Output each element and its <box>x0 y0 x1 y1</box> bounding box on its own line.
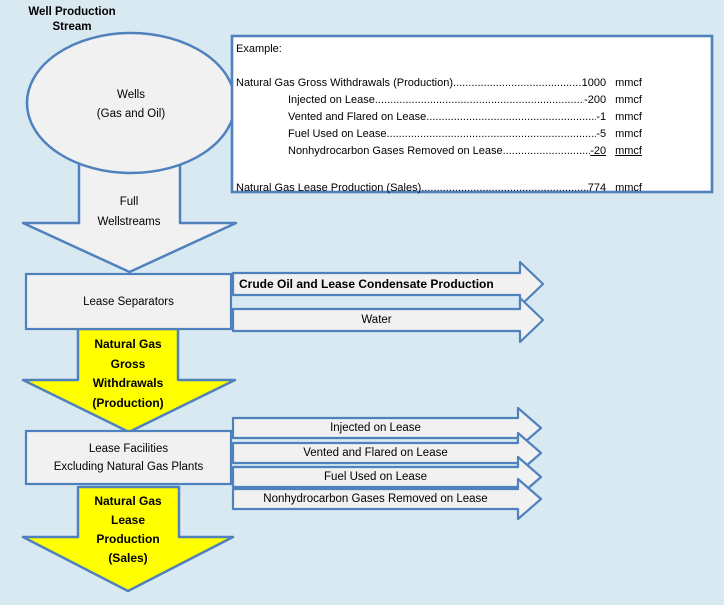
example-unit: mmcf <box>615 111 642 123</box>
crude-oil-output-label: Crude Oil and Lease Condensate Productio… <box>239 277 494 291</box>
example-line-fuel: Fuel Used on Lease .....................… <box>236 126 642 143</box>
example-unit: mmcf <box>615 94 642 106</box>
example-value: -1 <box>596 111 607 123</box>
example-unit: mmcf <box>615 128 642 140</box>
full-wellstreams-arrow-shape <box>21 161 238 274</box>
example-box-shape <box>230 34 714 194</box>
dot-leader: ........................................… <box>453 77 582 89</box>
lease-separators-label: Lease Separators <box>83 295 174 308</box>
full-wellstreams-label: Full Wellstreams <box>29 192 229 232</box>
injected-arrow-shape <box>231 406 543 450</box>
water-output-label: Water <box>361 314 392 326</box>
example-unit: mmcf <box>615 182 642 194</box>
example-value: 1000 <box>581 77 607 89</box>
gross-withdrawals-arrow-shape <box>21 327 237 434</box>
example-value: -200 <box>584 94 607 106</box>
gross-withdrawals-label: Natural Gas Gross Withdrawals (Productio… <box>92 337 164 410</box>
example-unit: mmcf <box>615 145 642 157</box>
lease-production-arrow-shape <box>21 485 235 593</box>
wells-label-line: Wells <box>117 89 145 101</box>
vented-arrow-shape <box>231 431 543 475</box>
lease-production-label: Natural Gas Lease Production (Sales) <box>94 494 162 565</box>
nonhydrocarbon-arrow-shape <box>231 477 543 521</box>
example-value: 774 <box>587 182 607 194</box>
nonhydrocarbon-output-label: Nonhydrocarbon Gases Removed on Lease <box>263 493 488 505</box>
injected-output-label: Injected on Lease <box>330 422 421 434</box>
full-wellstreams-line: Wellstreams <box>97 216 161 228</box>
water-arrow-shape <box>231 296 545 344</box>
example-value: -5 <box>596 128 607 140</box>
vented-output-label: Vented and Flared on Lease <box>303 447 448 459</box>
dot-leader: ........................................… <box>386 128 596 140</box>
dot-leader: ........................................… <box>508 145 591 157</box>
crude-oil-arrow-shape <box>231 260 545 308</box>
page-title-line: Stream <box>52 21 92 33</box>
dot-leader: ........................................… <box>426 111 596 123</box>
dot-leader: ........................................… <box>421 182 588 194</box>
wells-node-label: Wells (Gas and Oil) <box>31 86 231 124</box>
example-header: Example: <box>236 43 282 55</box>
fuel-arrow-shape <box>231 455 543 499</box>
example-value: -20 <box>590 145 607 157</box>
dot-leader: ........................................… <box>374 94 584 106</box>
example-unit: mmcf <box>615 77 642 89</box>
example-line-injected: Injected on Lease ......................… <box>236 92 642 109</box>
page-title: Well Production Stream <box>8 5 136 35</box>
example-line-vented: Vented and Flared on Lease .............… <box>236 109 642 126</box>
example-box: Example: Natural Gas Gross Withdrawals (… <box>236 41 642 197</box>
wells-label-line: (Gas and Oil) <box>96 108 166 120</box>
example-line-lease-production: Natural Gas Lease Production (Sales) ...… <box>236 180 642 197</box>
full-wellstreams-line: Full <box>119 196 139 208</box>
fuel-output-label: Fuel Used on Lease <box>324 471 427 483</box>
page-title-line: Well Production <box>28 6 116 18</box>
example-line-gross-withdrawals: Natural Gas Gross Withdrawals (Productio… <box>236 75 642 92</box>
lease-facilities-box-shape <box>24 429 233 486</box>
lease-facilities-label: Lease Facilities Excluding Natural Gas P… <box>53 442 204 473</box>
lease-separators-box-shape <box>24 272 233 331</box>
example-line-nonhydrocarbon: Nonhydrocarbon Gases Removed on Lease.. … <box>236 143 642 160</box>
